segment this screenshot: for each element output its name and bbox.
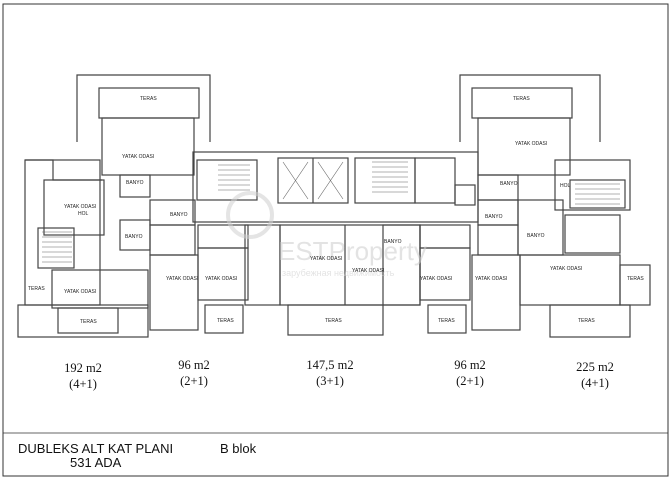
room-label-teras: TERAS [325, 318, 342, 324]
unit-summary-3: 147,5 m2 (3+1) [285, 357, 375, 389]
block-label: B blok [220, 441, 257, 456]
unit-summary-2: 96 m2 (2+1) [149, 357, 239, 389]
room-label-yatak: YATAK ODASI [475, 276, 507, 282]
unit-area: 225 m2 [576, 360, 614, 374]
room-label-yatak: YATAK ODASI [64, 289, 96, 295]
room-label-banyo: BANYO [485, 214, 503, 220]
unit-area: 192 m2 [64, 361, 102, 375]
watermark-brand: ESTProperty [278, 236, 427, 266]
room-label-yatak: YATAK ODASI [64, 204, 96, 210]
room-label-yatak: YATAK ODASI [420, 276, 452, 282]
unit-area: 96 m2 [178, 358, 210, 372]
room-label-teras: TERAS [217, 318, 234, 324]
unit-area: 96 m2 [454, 358, 486, 372]
watermark: ESTProperty зарубежная недвижимость [226, 191, 427, 278]
room-label-yatak: YATAK ODASI [550, 266, 582, 272]
room-label-teras: TERAS [627, 276, 644, 282]
room-label-teras: TERAS [80, 319, 97, 325]
room-label-hol: HOL [560, 183, 571, 189]
room-label-banyo: BANYO [500, 181, 518, 187]
unit-left-plan [17, 74, 211, 338]
room-label-hol: HOL [78, 211, 89, 217]
room-label-banyo: BANYO [126, 180, 144, 186]
sheet-border [2, 3, 669, 477]
room-label-yatak: YATAK ODASI [310, 256, 342, 262]
unit-summary-1: 192 m2 (4+1) [38, 360, 128, 392]
unit-type: (2+1) [456, 374, 484, 388]
unit-type: (4+1) [69, 377, 97, 391]
room-label-yatak: YATAK ODASI [205, 276, 237, 282]
unit-type: (4+1) [581, 376, 609, 390]
room-label-teras: TERAS [513, 96, 530, 102]
room-label-teras: TERAS [28, 286, 45, 292]
room-label-banyo: BANYO [125, 234, 143, 240]
room-label-yatak: YATAK ODASI [122, 154, 154, 160]
room-label-yatak: YATAK ODASI [515, 141, 547, 147]
unit-summary-4: 96 m2 (2+1) [425, 357, 515, 389]
unit-right-stair [575, 183, 620, 205]
unit-type: (2+1) [180, 374, 208, 388]
plan-title: DUBLEKS ALT KAT PLANI [18, 441, 174, 456]
unit-type: (3+1) [316, 374, 344, 388]
room-label-yatak: YATAK ODASI [166, 276, 198, 282]
room-label-teras: TERAS [140, 96, 157, 102]
unit-2plus1-left-plan [149, 199, 281, 334]
room-label-teras: TERAS [438, 318, 455, 324]
unit-right-plan [459, 74, 651, 338]
plan-subtitle: 531 ADA [70, 455, 122, 470]
room-label-teras: TERAS [578, 318, 595, 324]
room-label-banyo: BANYO [527, 233, 545, 239]
room-label-yatak: YATAK ODASI [352, 268, 384, 274]
room-label-banyo: BANYO [384, 239, 402, 245]
room-label-banyo: BANYO [170, 212, 188, 218]
unit-summary-5: 225 m2 (4+1) [550, 359, 640, 391]
watermark-sub: зарубежная недвижимость [282, 268, 395, 278]
room-labels: TERAS YATAK ODASI BANYO YATAK ODASI HOL … [28, 96, 644, 325]
unit-area: 147,5 m2 [306, 358, 354, 372]
core-stairs [218, 161, 408, 200]
unit-left-stair [42, 231, 72, 263]
